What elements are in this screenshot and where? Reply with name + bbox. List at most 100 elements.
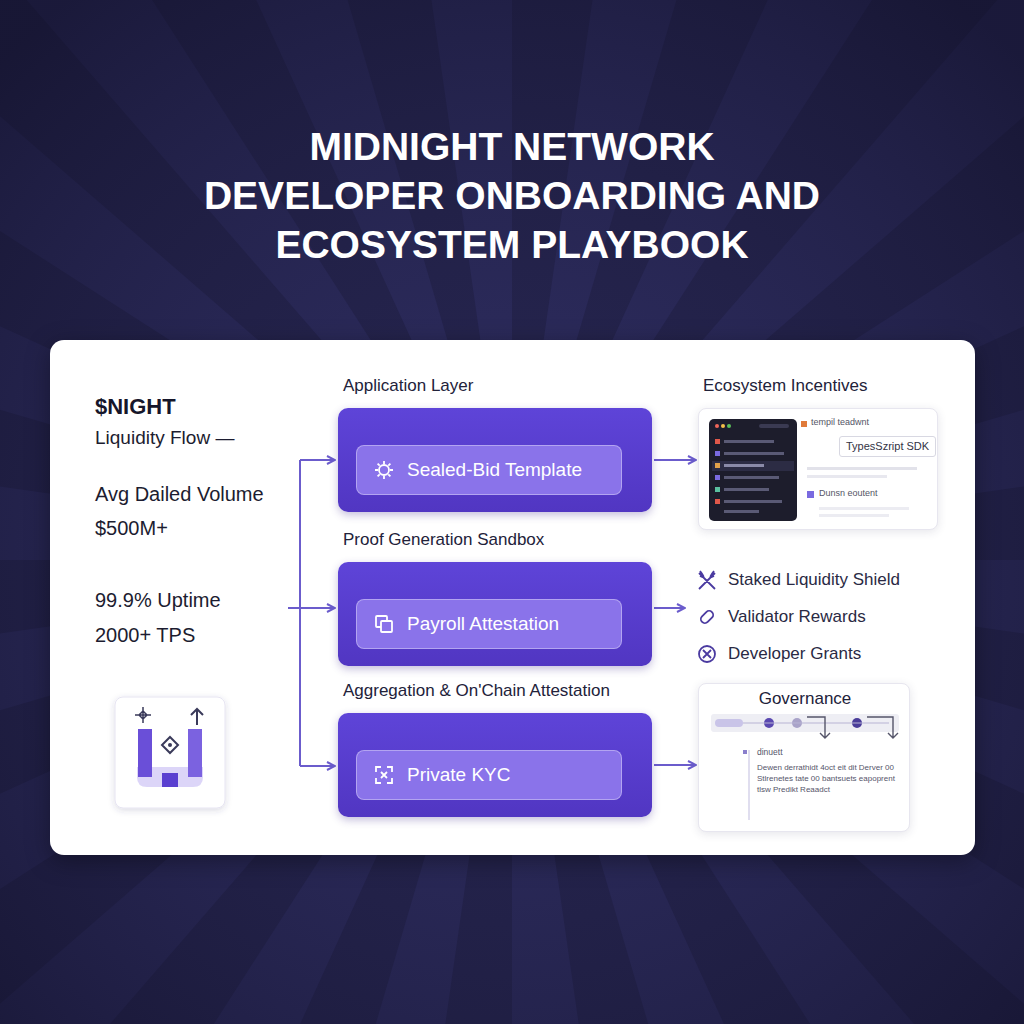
- stat-text: 99.9% Uptime: [95, 587, 221, 613]
- card-heading: Governance: [699, 688, 911, 710]
- decor-path: [748, 750, 750, 820]
- incentives-card: Ecosystem Incentives tempil teadwntTypes…: [698, 375, 938, 530]
- copy-icon: [373, 613, 395, 635]
- decor-rect: [715, 439, 720, 444]
- template-box: Sealed-Bid Template: [356, 445, 622, 495]
- token-name: $NIGHT: [95, 394, 176, 420]
- decor-path: [135, 707, 151, 723]
- template-name: Payroll Attestation: [407, 613, 559, 635]
- layer-box: Payroll Attestation: [338, 562, 652, 666]
- decor-rect: [724, 464, 764, 467]
- card-frame: tempil teadwntTypesSzript SDK Dunsn eoute…: [698, 408, 938, 530]
- decor-circle: [699, 646, 715, 662]
- flow-arrow: [654, 459, 696, 461]
- decor-rect: [819, 507, 909, 510]
- decor-rect: [759, 424, 789, 428]
- title: MIDNIGHT NETWORK DEVELOPER ONBOARDING AN…: [202, 122, 822, 269]
- decor-rect: [709, 419, 797, 521]
- decor-rect: [743, 750, 747, 754]
- decor-rect: [807, 491, 814, 498]
- layer-group: Proof Generation Sandbox Payroll Attesta…: [338, 529, 652, 666]
- decor-rect: [715, 499, 720, 504]
- decor-path: [288, 460, 300, 766]
- governance-card: Governance dinuettDewen derrathidt 4oct e…: [698, 683, 910, 832]
- decor-rect: [724, 452, 784, 455]
- section-heading: Aggregation & On'Chain Attestation: [343, 680, 610, 702]
- template-box: Payroll Attestation: [356, 599, 622, 649]
- decor-rect: [188, 729, 202, 777]
- decor-path: [191, 709, 203, 725]
- flow-arrow: [654, 764, 696, 766]
- decor-circle: [727, 424, 731, 428]
- gear-icon: [373, 459, 395, 481]
- content-panel: $NIGHT Liquidity Flow — Avg Dailed Volume $…: [50, 340, 975, 855]
- decor-rect: [699, 609, 715, 625]
- screenshot-text: tempil teadwnt: [811, 417, 869, 428]
- stat-text: 2000+ TPS: [95, 622, 195, 648]
- sdk-screenshot: [699, 409, 939, 531]
- layer-group: Application Layer Sealed-Bid Template: [338, 375, 652, 512]
- decor-path: [654, 607, 685, 609]
- decor-path: [300, 607, 335, 609]
- code-rows: [712, 439, 794, 513]
- decor-path: [381, 772, 387, 778]
- decor-rect: [724, 488, 769, 491]
- layer-group: Aggregation & On'Chain Attestation Priva…: [338, 680, 652, 817]
- decor-rect: [724, 500, 782, 503]
- decor-rect: [819, 514, 889, 517]
- decor-rect: [138, 729, 152, 777]
- decor-rect: [801, 421, 807, 427]
- decor-rect: [807, 475, 887, 478]
- decor-circle: [168, 743, 172, 747]
- decor-path: [376, 767, 392, 783]
- stat-text: Avg Dailed Volume: [95, 481, 264, 507]
- layer-box: Private KYC: [338, 713, 652, 817]
- decor-rect: [715, 475, 720, 480]
- decor-path: [375, 461, 393, 479]
- card-note: Dewen derrathidt 4oct eit dit Derver 00 …: [757, 762, 899, 795]
- decor-path: [300, 765, 335, 767]
- decor-path: [162, 737, 178, 753]
- decor-path: [703, 650, 711, 658]
- decor-rect: [381, 621, 392, 632]
- section-heading: Application Layer: [343, 375, 473, 397]
- stat-text: Liquidity Flow —: [95, 425, 234, 451]
- screenshot-text: Dunsn eoutent: [819, 488, 878, 499]
- list-icons: [699, 571, 715, 662]
- template-name: Private KYC: [407, 764, 510, 786]
- decor-rect: [162, 773, 178, 787]
- decor-path: [807, 717, 898, 738]
- decor-rect: [712, 461, 794, 471]
- decor-circle: [379, 465, 389, 475]
- incentive-item: Staked Liquidity Shield: [728, 569, 900, 591]
- decor-rect: [715, 463, 720, 468]
- template-name: Sealed-Bid Template: [407, 459, 582, 481]
- decor-rect: [724, 510, 759, 513]
- decor-path: [300, 459, 335, 461]
- stat-text: $500M+: [95, 515, 168, 541]
- decor-rect: [724, 476, 779, 479]
- section-heading: Proof Generation Sandbox: [343, 529, 544, 551]
- network-icon: [115, 697, 225, 808]
- layer-box: Sealed-Bid Template: [338, 408, 652, 512]
- decor-path: [699, 571, 715, 589]
- decor-rect: [724, 440, 774, 443]
- incentive-item: Validator Rewards: [728, 606, 866, 628]
- decor-rect: [115, 697, 225, 808]
- decor-path: [743, 723, 889, 724]
- section-heading: Ecosystem Incentives: [703, 375, 867, 397]
- scan-icon: [373, 764, 395, 786]
- decor-circle: [715, 424, 719, 428]
- card-note: dinuett: [757, 747, 899, 758]
- decor-rect: [807, 467, 917, 470]
- decor-rect: [715, 719, 743, 727]
- decor-rect: [715, 487, 720, 492]
- incentive-item: Developer Grants: [728, 643, 861, 665]
- decor-circle: [721, 424, 725, 428]
- screenshot-text: TypesSzript SDK: [839, 436, 936, 457]
- template-box: Private KYC: [356, 750, 622, 800]
